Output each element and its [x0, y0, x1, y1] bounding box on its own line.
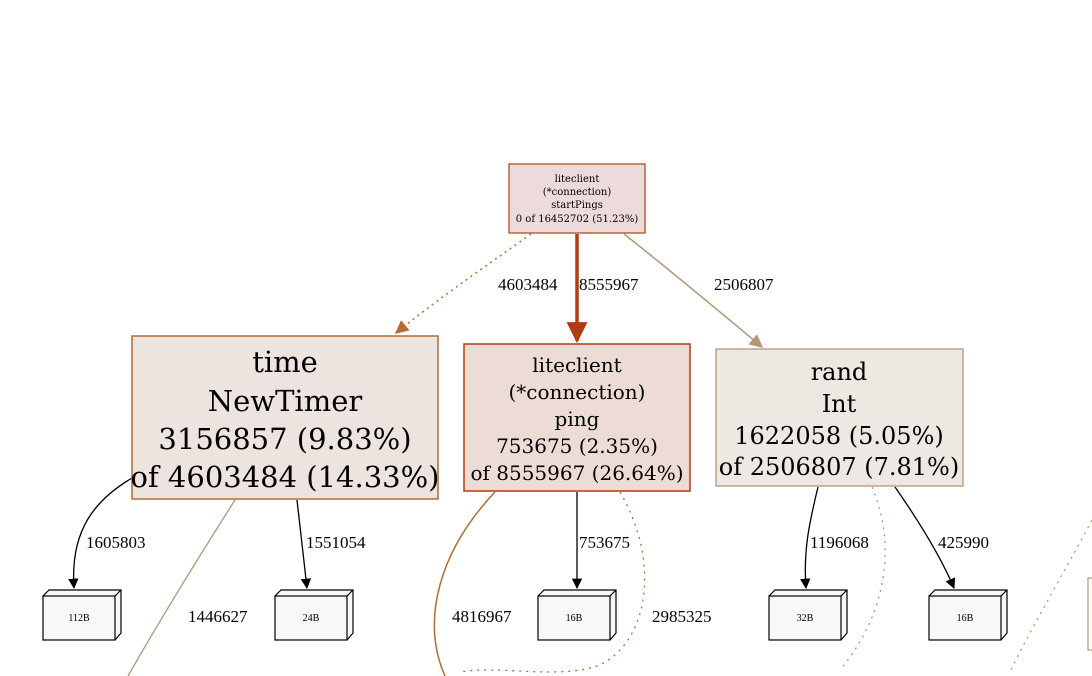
node-randint-line-1: rand: [811, 358, 868, 386]
node-ping-line-3: ping: [555, 407, 600, 431]
edge-label-ping-offscreen-left: 4816967: [452, 607, 512, 626]
edge-label-startpings-randint: 2506807: [714, 275, 774, 294]
node-ping-line-2: (*connection): [508, 380, 645, 404]
edge-label-newtimer-offscreen: 1446627: [188, 607, 248, 626]
node-startpings-line-4: 0 of 16452702 (51.23%): [516, 214, 639, 225]
node-startpings-line-3: startPings: [551, 200, 603, 211]
edge-label-newtimer-24b: 1551054: [306, 533, 366, 552]
edge-newtimer-24b: [296, 499, 312, 590]
edge-startpings-randint: [623, 233, 764, 348]
node-startpings[interactable]: liteclient (*connection) startPings 0 of…: [508, 163, 646, 234]
alloc-box-16b-rand-label: 16B: [957, 613, 974, 624]
edge-label-newtimer-112b: 1605803: [86, 533, 146, 552]
alloc-box-16b-ping[interactable]: 16B: [537, 589, 617, 641]
node-newtimer-line-2: NewTimer: [208, 384, 363, 418]
edge-label-ping-offscreen-right: 2985325: [652, 607, 712, 626]
alloc-box-16b-rand[interactable]: 16B: [928, 589, 1008, 641]
edge-label-startpings-newtimer: 4603484: [498, 275, 558, 294]
alloc-box-112b[interactable]: 112B: [42, 589, 122, 641]
node-ping-line-4: 753675 (2.35%): [496, 434, 658, 458]
edge-newtimer-112b: [68, 477, 133, 590]
node-randint-line-3: 1622058 (5.05%): [734, 422, 943, 450]
edge-label-ping-16b: 753675: [579, 533, 630, 552]
alloc-box-16b-ping-label: 16B: [566, 613, 583, 624]
edge-ping-offscreen-left: [433, 491, 496, 676]
alloc-box-offscreen-right[interactable]: [1087, 577, 1092, 651]
node-startpings-line-1: liteclient: [555, 174, 600, 185]
edge-label-randint-32b: 1196068: [810, 533, 869, 552]
edge-randint-16b: [894, 486, 956, 589]
edge-ping-offscreen-right: [459, 491, 646, 673]
alloc-box-24b-label: 24B: [303, 613, 320, 624]
edge-newtimer-offscreen: [127, 499, 236, 676]
edge-startpings-newtimer: [394, 233, 532, 334]
alloc-box-32b-label: 32B: [797, 613, 814, 624]
edge-label-randint-16b: 425990: [938, 533, 989, 552]
node-ping[interactable]: liteclient (*connection) ping 753675 (2.…: [463, 343, 691, 492]
node-startpings-line-2: (*connection): [543, 187, 612, 198]
alloc-box-112b-label: 112B: [68, 613, 90, 624]
node-newtimer-line-1: time: [252, 345, 318, 379]
edge-randint-32b: [800, 486, 819, 590]
edge-randint-offscreen: [839, 486, 886, 671]
node-ping-line-5: of 8555967 (26.64%): [470, 461, 683, 485]
node-randint-line-4: of 2506807 (7.81%): [719, 453, 959, 481]
node-ping-line-1: liteclient: [532, 353, 621, 377]
alloc-box-32b[interactable]: 32B: [768, 589, 848, 641]
node-randint[interactable]: rand Int 1622058 (5.05%) of 2506807 (7.8…: [715, 348, 964, 487]
node-randint-line-2: Int: [822, 390, 857, 418]
node-newtimer[interactable]: time NewTimer 3156857 (9.83%) of 4603484…: [131, 335, 440, 500]
node-newtimer-line-3: 3156857 (9.83%): [158, 422, 411, 456]
edge-label-startpings-ping: 8555967: [579, 275, 639, 294]
alloc-box-24b[interactable]: 24B: [274, 589, 354, 641]
node-newtimer-line-4: of 4603484 (14.33%): [131, 460, 440, 494]
edge-offscreen-right: [1009, 519, 1092, 673]
